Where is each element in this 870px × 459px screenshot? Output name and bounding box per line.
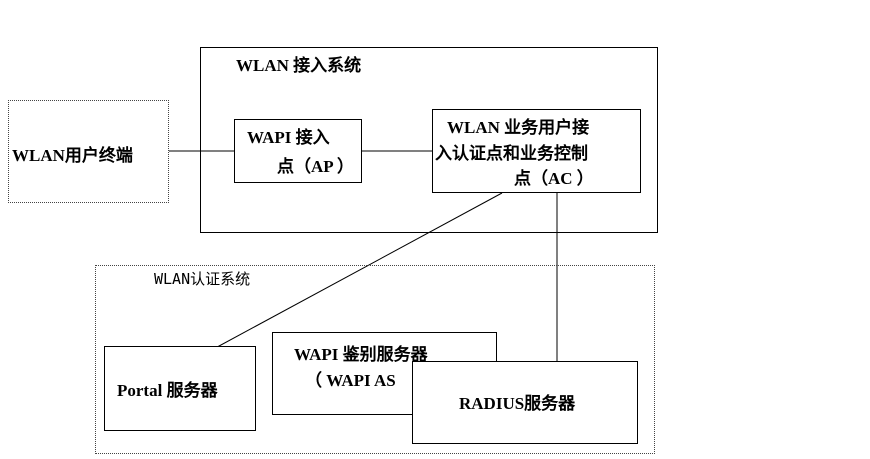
wlan-access-system-title: WLAN 接入系统 [236,56,362,75]
wapi-as-label-line1: WAPI 鉴别服务器 [294,345,428,364]
portal-server [104,346,256,431]
wlan-access-system-box [200,47,658,233]
wlan-user-terminal [8,100,169,203]
wapi-access-point [234,119,362,183]
access-controller [432,109,641,193]
ac-label-line3: 点（AC ） [514,169,594,188]
wlan-user-terminal-label: WLAN用户终端 [12,146,133,165]
radius-server-label: RADIUS服务器 [459,394,576,413]
ap-label-line1: WAPI 接入 [247,128,330,147]
wapi-as-label-line2: （ WAPI AS [305,371,396,390]
portal-server-label: Portal 服务器 [117,381,218,400]
ac-label-line2: 入认证点和业务控制 [435,144,588,163]
wlan-auth-system-title: WLAN认证系统 [154,270,251,288]
ac-label-line1: WLAN 业务用户接 [447,118,590,137]
ac-portal-link [207,192,503,353]
ap-label-line2: 点（AP ） [277,157,354,176]
radius-server [412,361,638,444]
wlan-auth-system-box [95,265,655,454]
